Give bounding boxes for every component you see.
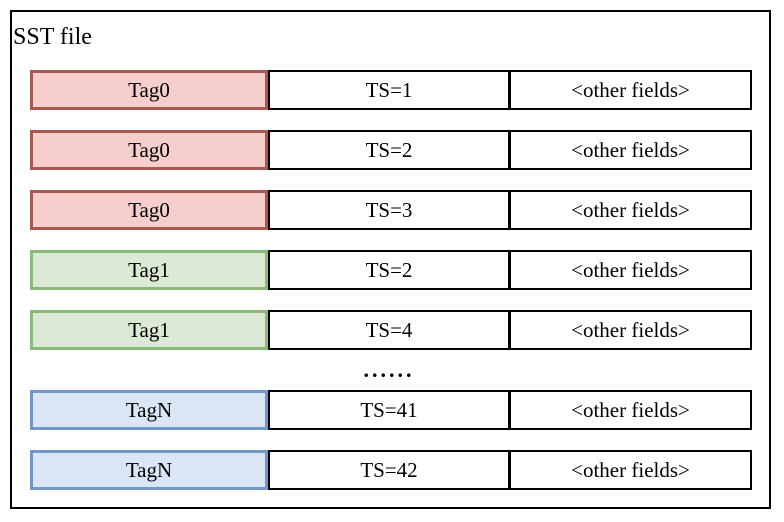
timestamp-cell: TS=2	[268, 130, 510, 170]
other-fields-cell: <other fields>	[509, 130, 752, 170]
timestamp-cell: TS=1	[268, 70, 510, 110]
record-row: Tag0 TS=3 <other fields>	[30, 190, 752, 230]
other-fields-cell: <other fields>	[509, 450, 752, 490]
other-fields-cell: <other fields>	[509, 190, 752, 230]
record-row: Tag1 TS=2 <other fields>	[30, 250, 752, 290]
timestamp-cell: TS=42	[268, 450, 510, 490]
record-row: Tag1 TS=4 <other fields>	[30, 310, 752, 350]
other-fields-cell: <other fields>	[509, 250, 752, 290]
tag-cell: Tag0	[30, 70, 268, 110]
tag-cell: TagN	[30, 450, 268, 490]
sst-file-label: SST file	[13, 24, 92, 50]
timestamp-cell: TS=2	[268, 250, 510, 290]
tag-cell: Tag1	[30, 310, 268, 350]
record-row: TagN TS=42 <other fields>	[30, 450, 752, 490]
record-row: Tag0 TS=2 <other fields>	[30, 130, 752, 170]
timestamp-cell: TS=3	[268, 190, 510, 230]
other-fields-cell: <other fields>	[509, 310, 752, 350]
tag-cell: Tag1	[30, 250, 268, 290]
tag-cell: Tag0	[30, 130, 268, 170]
tag-cell: Tag0	[30, 190, 268, 230]
timestamp-cell: TS=41	[268, 390, 510, 430]
record-row: Tag0 TS=1 <other fields>	[30, 70, 752, 110]
other-fields-cell: <other fields>	[509, 70, 752, 110]
timestamp-cell: TS=4	[268, 310, 510, 350]
tag-cell: TagN	[30, 390, 268, 430]
ellipsis-more-rows: ......	[363, 357, 415, 382]
other-fields-cell: <other fields>	[509, 390, 752, 430]
record-row: TagN TS=41 <other fields>	[30, 390, 752, 430]
